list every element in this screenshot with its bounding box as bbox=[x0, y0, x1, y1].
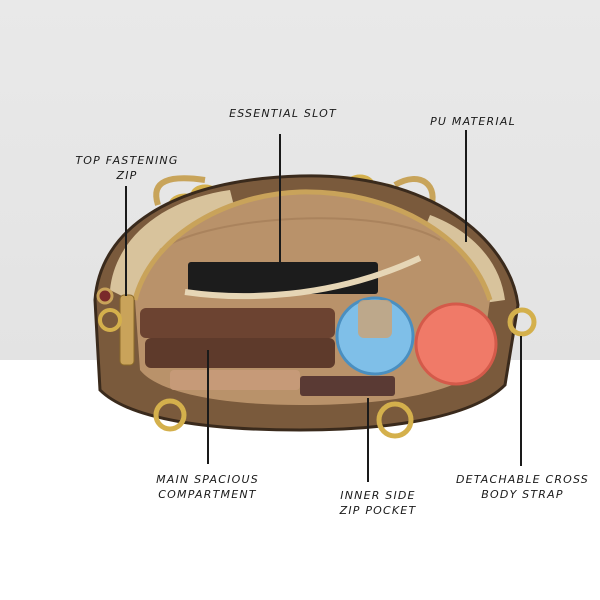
label-main-compartment: MAIN SPACIOUS COMPARTMENT bbox=[156, 473, 259, 501]
coral-bottle bbox=[414, 302, 498, 386]
label-inner-zip-pocket: INNER SIDE ZIP POCKET bbox=[339, 489, 417, 517]
left-handle bbox=[153, 175, 206, 206]
line-top-fastening-zip bbox=[125, 186, 127, 296]
label-top-fastening-zip: TOP FASTENING ZIP bbox=[75, 154, 179, 182]
line-pu-material bbox=[465, 130, 467, 242]
label-essential-slot: ESSENTIAL SLOT bbox=[229, 107, 337, 120]
compact bbox=[300, 376, 395, 396]
strap-ring-left bbox=[98, 308, 122, 332]
black-wallet bbox=[188, 262, 378, 294]
label-pu-material: PU MATERIAL bbox=[430, 115, 516, 128]
line-main-compartment bbox=[207, 350, 209, 464]
zip-puller bbox=[119, 294, 135, 366]
line-inner-zip-pocket bbox=[367, 398, 369, 482]
lipstick bbox=[170, 370, 300, 390]
label-crossbody-strap: DETACHABLE CROSS BODY STRAP bbox=[455, 473, 589, 501]
notebook-1 bbox=[140, 308, 335, 338]
line-essential-slot bbox=[279, 134, 281, 262]
slot-pocket-edge bbox=[184, 255, 422, 300]
zip-trim bbox=[132, 189, 493, 301]
bottom-ring-right bbox=[376, 401, 414, 439]
line-crossbody-strap bbox=[520, 336, 522, 466]
bottom-ring-left bbox=[153, 398, 187, 432]
notebook-2 bbox=[145, 338, 335, 368]
strap-ring-right bbox=[507, 307, 537, 337]
